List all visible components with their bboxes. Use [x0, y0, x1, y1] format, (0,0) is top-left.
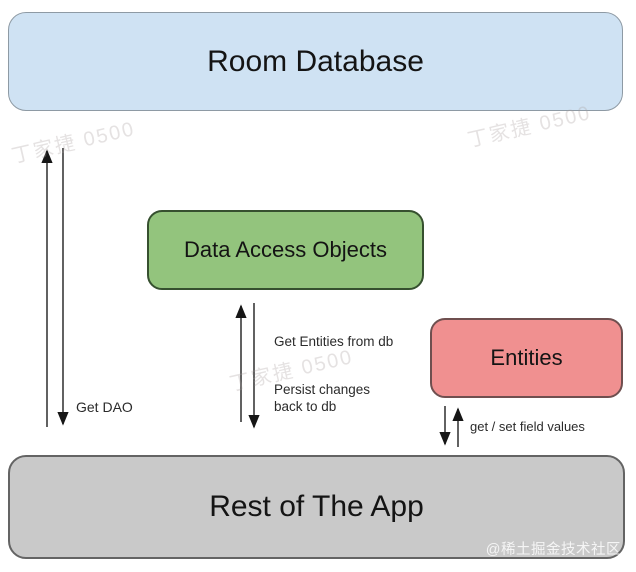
rest-of-app-label: Rest of The App — [209, 490, 424, 523]
diagonal-watermark: 丁家捷 0500 — [9, 118, 138, 168]
entities-label: Entities — [490, 345, 563, 370]
entities-box: Entities — [430, 318, 623, 398]
get-dao-label: Get DAO — [76, 399, 133, 415]
data-access-objects-box: Data Access Objects — [147, 210, 424, 290]
data-access-objects-label: Data Access Objects — [184, 237, 387, 262]
room-database-box: Room Database — [8, 12, 623, 111]
get-set-field-label: get / set field values — [470, 419, 585, 434]
persist-changes-label: Persist changes back to db — [274, 382, 371, 415]
get-entities-label: Get Entities from db — [274, 334, 394, 349]
community-watermark: @稀土掘金技术社区 — [485, 542, 621, 558]
rest-of-app-box: Rest of The App — [8, 455, 625, 559]
room-database-label: Room Database — [207, 44, 424, 78]
